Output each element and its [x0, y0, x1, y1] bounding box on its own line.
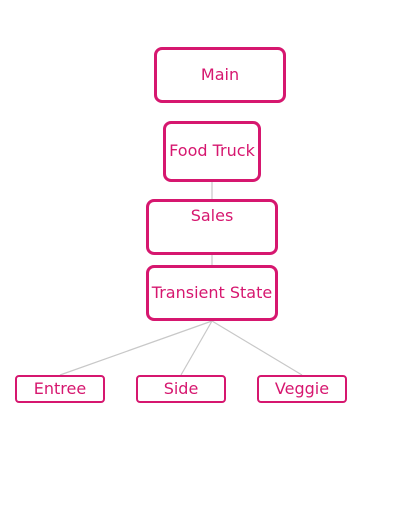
node-transient-state-label: Transient State — [151, 282, 273, 302]
node-main-label: Main — [200, 64, 240, 84]
node-entree[interactable]: Entree — [15, 375, 105, 403]
edge-transient-state-to-entree — [59, 320, 213, 376]
node-side-label: Side — [163, 378, 199, 398]
node-veggie[interactable]: Veggie — [257, 375, 347, 403]
node-veggie-label: Veggie — [274, 378, 330, 398]
node-side[interactable]: Side — [136, 375, 226, 403]
node-food-truck-label: Food Truck — [169, 141, 255, 161]
edge-transient-state-to-side — [180, 320, 213, 376]
node-main[interactable]: Main — [154, 47, 286, 103]
node-food-truck[interactable]: Food Truck — [163, 121, 261, 182]
node-sales-label: Sales — [190, 206, 234, 225]
node-sales[interactable]: Sales — [146, 199, 278, 255]
node-entree-label: Entree — [33, 378, 87, 398]
edge-transient-state-to-veggie — [211, 320, 303, 376]
node-transient-state[interactable]: Transient State — [146, 265, 278, 321]
